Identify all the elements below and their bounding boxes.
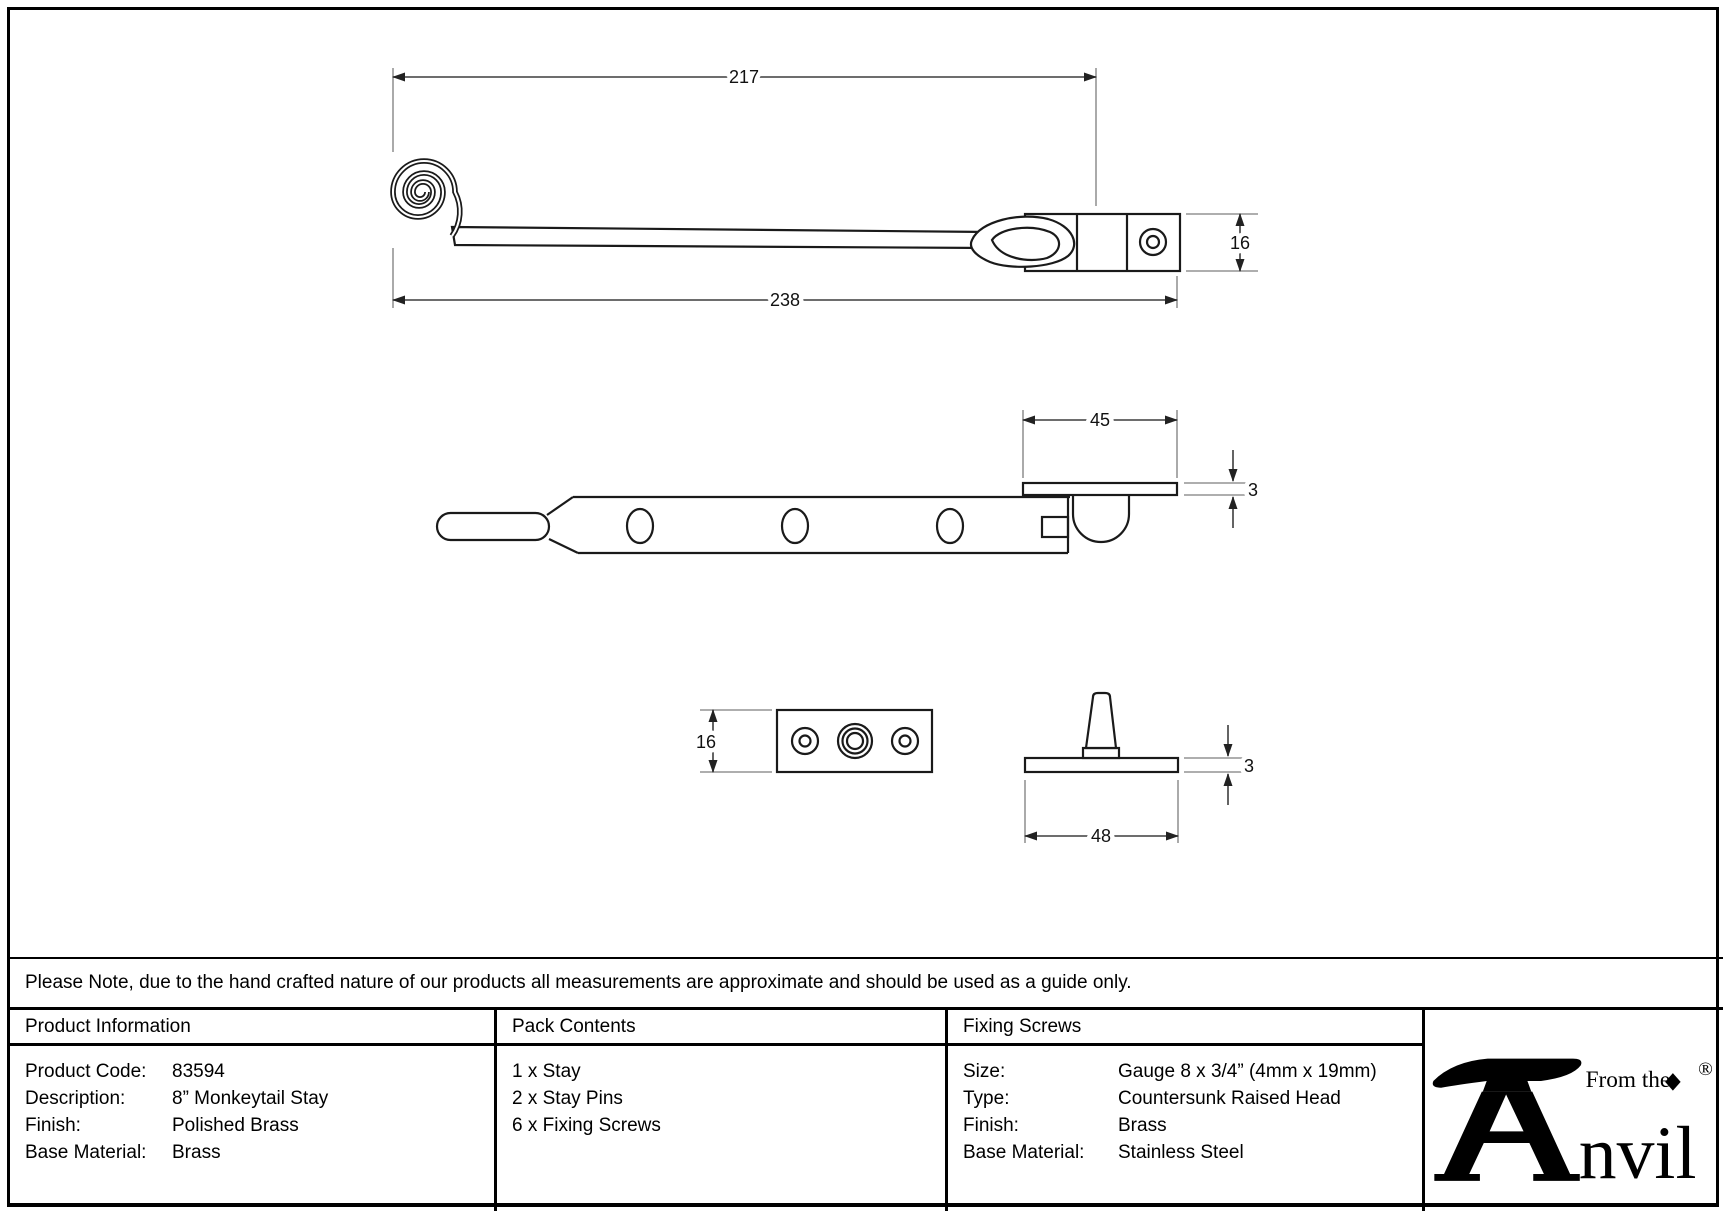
- screw-type-label: Type:: [963, 1088, 1010, 1109]
- stay-slot: [1040, 515, 1070, 539]
- dim-plate-length: 45: [1090, 410, 1110, 430]
- pin-plate-plan-view: 16: [691, 708, 934, 774]
- dimension-16-plate: 16: [691, 709, 772, 773]
- product-code-value: 83594: [172, 1061, 225, 1082]
- screw-finish-value: Brass: [1118, 1115, 1167, 1136]
- stay-hole: [625, 507, 655, 545]
- description-label: Description:: [25, 1088, 126, 1109]
- handle-edge: [435, 511, 551, 542]
- dim-pin-plate-thickness: 3: [1244, 756, 1254, 776]
- screw-material-label: Base Material:: [963, 1142, 1085, 1163]
- screw-size-value: Gauge 8 x 3/4” (4mm x 19mm): [1118, 1061, 1377, 1082]
- plate-screw-hole: [790, 726, 820, 756]
- dim-overall-length: 238: [770, 290, 800, 310]
- screw-finish-label: Finish:: [963, 1115, 1019, 1136]
- column-divider: [945, 1010, 948, 1211]
- dim-bracket-width: 16: [1230, 233, 1250, 253]
- dimension-238: 238: [392, 248, 1178, 315]
- pin-plate-top: [775, 708, 934, 774]
- spec-table: Product Information Pack Contents Fixing…: [7, 1007, 1723, 1211]
- header-underline: [7, 1043, 1422, 1046]
- dim-pin-plate-length: 48: [1091, 826, 1111, 846]
- brand-logo: From the nvil ®: [1425, 1010, 1723, 1210]
- logo-from-the: From the: [1586, 1067, 1671, 1093]
- description-value: 8” Monkeytail Stay: [172, 1088, 329, 1109]
- dimension-48: 48: [1024, 780, 1179, 851]
- product-information-header: Product Information: [25, 1016, 191, 1037]
- technical-drawing: 217 238 16: [390, 63, 1263, 851]
- pack-item: 1 x Stay: [512, 1061, 581, 1082]
- pin-base-plate: [1023, 756, 1180, 774]
- dim-plate-thickness: 3: [1248, 480, 1258, 500]
- pin-plate-side: [1021, 481, 1179, 497]
- dimension-16-bracket: 16: [1186, 213, 1258, 272]
- pin-cone: [1084, 691, 1118, 750]
- dimension-217: 217: [392, 63, 1097, 206]
- stay-side-view: 45 3: [435, 406, 1263, 555]
- stay-arm: [450, 225, 992, 250]
- screw-size-label: Size:: [963, 1061, 1006, 1082]
- dim-length-to-pivot: 217: [729, 67, 759, 87]
- note-text: Please Note, due to the hand crafted nat…: [25, 972, 1132, 993]
- screw-material-value: Stainless Steel: [1118, 1142, 1244, 1163]
- pack-contents-header: Pack Contents: [512, 1016, 636, 1037]
- dimension-45: 45: [1022, 406, 1178, 478]
- dimension-3-pin: 3: [1184, 725, 1259, 805]
- screw-type-value: Countersunk Raised Head: [1118, 1088, 1341, 1109]
- anvil-logo: From the nvil ®: [1432, 1058, 1713, 1195]
- stay-plan-view: 217 238 16: [390, 63, 1258, 315]
- plate-pin-hole: [836, 722, 874, 760]
- stay-hole: [780, 507, 810, 545]
- monkeytail-curl: [390, 158, 463, 238]
- finish-label: Finish:: [25, 1115, 81, 1136]
- base-material-label: Base Material:: [25, 1142, 147, 1163]
- fixing-screws-header: Fixing Screws: [963, 1016, 1082, 1037]
- dim-plate-width: 16: [696, 732, 716, 752]
- column-divider: [494, 1010, 497, 1211]
- logo-registered-mark: ®: [1698, 1059, 1713, 1080]
- logo-name-rest: nvil: [1579, 1112, 1697, 1195]
- anvil-icon: [1432, 1058, 1582, 1181]
- column-divider: [1422, 1010, 1425, 1211]
- measurement-note: Please Note, due to the hand crafted nat…: [7, 957, 1723, 1007]
- stay-loop: [1071, 495, 1131, 544]
- logo-diamond-icon: [1665, 1073, 1681, 1091]
- product-code-label: Product Code:: [25, 1061, 147, 1082]
- pack-item: 6 x Fixing Screws: [512, 1115, 661, 1136]
- base-material-value: Brass: [172, 1142, 221, 1163]
- pack-item: 2 x Stay Pins: [512, 1088, 623, 1109]
- finish-value: Polished Brass: [172, 1115, 299, 1136]
- stay-pin-side-view: 3 48: [1023, 691, 1259, 851]
- plate-screw-hole: [890, 726, 920, 756]
- bracket-screw-hole: [1138, 227, 1168, 257]
- pin-collar: [1081, 746, 1121, 760]
- dimension-3-side: 3: [1184, 450, 1263, 528]
- stay-hole: [935, 507, 965, 545]
